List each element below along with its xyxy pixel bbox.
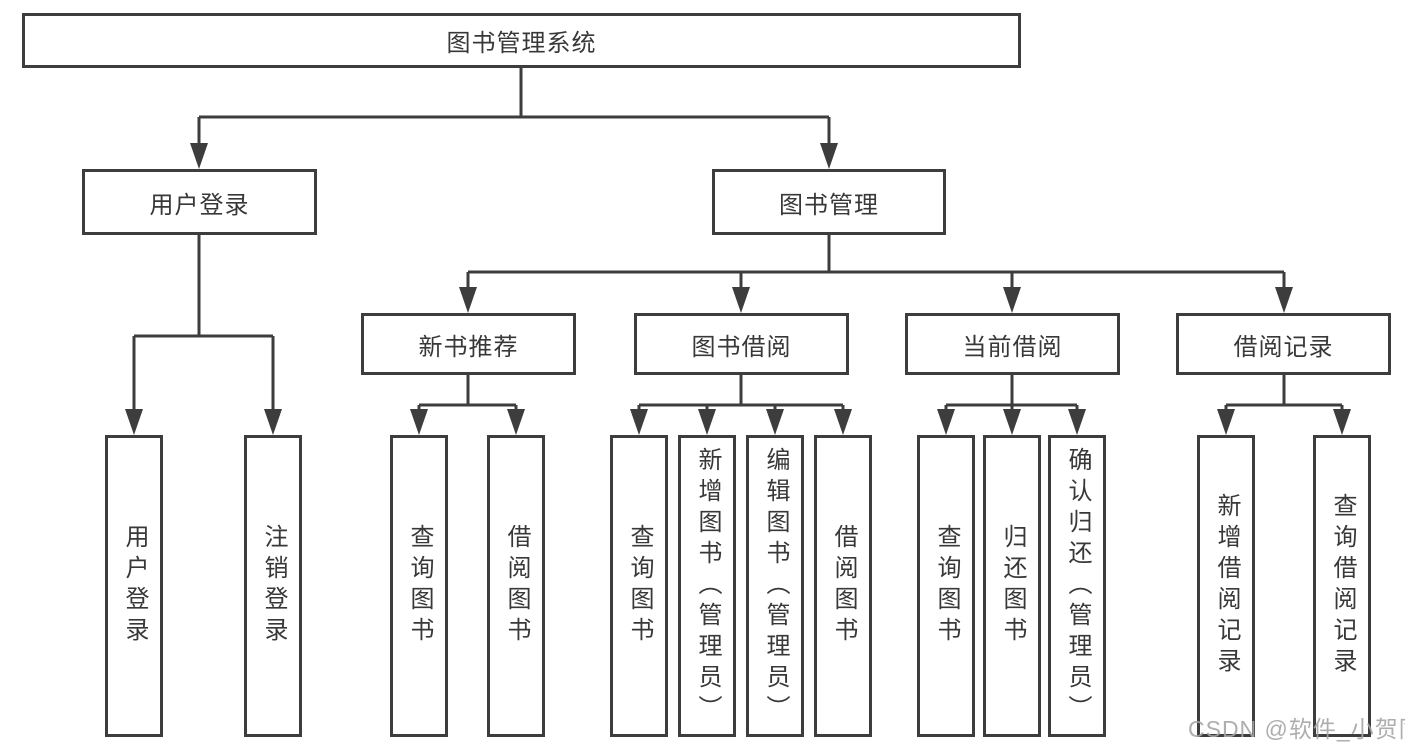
leaf-record-add-borrow-record: 新增借阅记录 xyxy=(1197,435,1255,737)
leaf-borrow-query-books: 查询图书 xyxy=(610,435,668,737)
leaf-user-login: 用户登录 xyxy=(105,435,163,737)
leaf-record-query-borrow-record: 查询借阅记录 xyxy=(1313,435,1371,737)
node-borrow-records: 借阅记录 xyxy=(1176,313,1391,375)
node-new-book-recommend: 新书推荐 xyxy=(361,313,576,375)
leaf-current-return-books: 归还图书 xyxy=(983,435,1041,737)
node-book-borrow: 图书借阅 xyxy=(634,313,849,375)
leaf-newbook-borrow-books: 借阅图书 xyxy=(487,435,545,737)
leaf-current-confirm-return-admin: 确认归还（管理员） xyxy=(1048,435,1106,737)
leaf-borrow-edit-books-admin: 编辑图书（管理员） xyxy=(746,435,804,737)
leaf-borrow-add-books-admin: 新增图书（管理员） xyxy=(678,435,736,737)
node-user-login: 用户登录 xyxy=(82,169,317,235)
csdn-watermark: CSDN @软件_小贺同学 xyxy=(1188,716,1405,742)
node-library-management-system: 图书管理系统 xyxy=(22,13,1021,68)
leaf-current-query-books: 查询图书 xyxy=(917,435,975,737)
node-current-borrow: 当前借阅 xyxy=(905,313,1120,375)
node-book-management: 图书管理 xyxy=(712,169,946,235)
leaf-newbook-query-books: 查询图书 xyxy=(390,435,448,737)
leaf-borrow-borrow-books: 借阅图书 xyxy=(814,435,872,737)
leaf-logout-login: 注销登录 xyxy=(244,435,302,737)
